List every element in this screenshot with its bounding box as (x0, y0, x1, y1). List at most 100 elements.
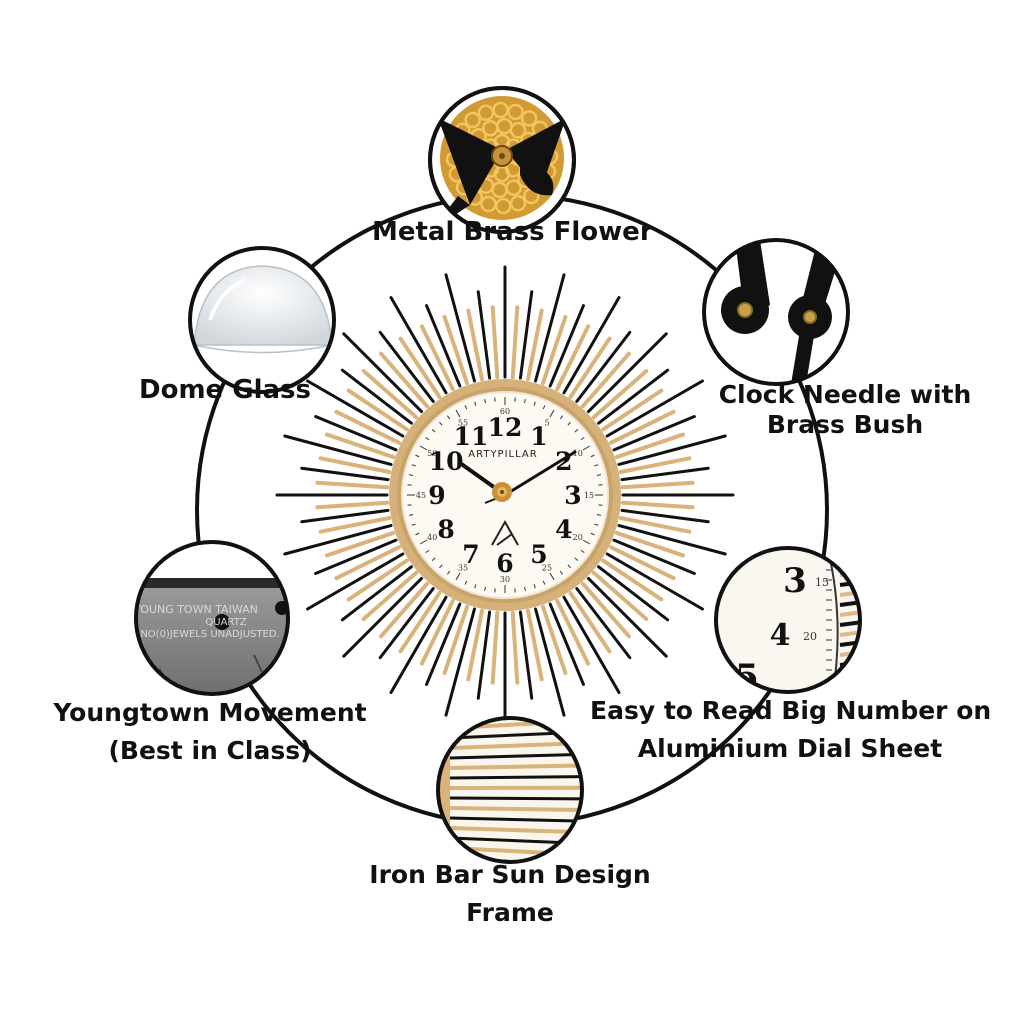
minute-label: 25 (542, 564, 552, 573)
dial-detail-bar (839, 669, 860, 677)
dial-tick (524, 399, 526, 404)
detail-youngtown-movement: YOUNG TOWN TAIWAN QUARTZ NO(0)JEWELS UNA… (134, 540, 290, 696)
minute-label: 40 (427, 533, 437, 542)
dial-tick (533, 401, 536, 406)
sun-ray (466, 608, 484, 682)
hour-numeral: 3 (564, 481, 581, 510)
sun-ray (466, 308, 484, 382)
sun-ray (324, 530, 396, 558)
sun-ray (283, 524, 393, 556)
hour-numeral: 8 (437, 515, 454, 544)
sun-ray (548, 602, 585, 686)
sun-ray (562, 296, 621, 395)
dial-tick (464, 405, 468, 410)
sun-ray (340, 565, 413, 622)
frame-detail-bar (449, 775, 582, 780)
sun-ray (315, 480, 390, 490)
label-clock-needle: Clock Needle with Brass Bush (718, 380, 972, 439)
dial-tick (425, 549, 430, 554)
hour-numeral: 10 (429, 447, 464, 476)
sun-ray (361, 369, 419, 420)
dial-tick (439, 421, 443, 426)
sun-ray (378, 330, 435, 403)
sun-ray (575, 330, 632, 403)
dial-tick (574, 557, 579, 561)
dial-ticks (407, 397, 603, 593)
sun-ray (318, 456, 392, 474)
dial-tick (590, 532, 595, 536)
dial-tick (567, 421, 571, 426)
sun-ray (419, 324, 455, 392)
sun-ray (568, 591, 612, 654)
sun-ray (605, 379, 704, 438)
minute-label: 20 (573, 533, 583, 542)
dial-tick (524, 586, 526, 591)
sun-ray (442, 604, 470, 676)
minute-label: 30 (500, 575, 510, 584)
sun-ray (540, 314, 568, 386)
sun-ray (444, 273, 476, 383)
dial-detail-bar (839, 609, 860, 617)
hour-numeral: 12 (488, 413, 523, 442)
minute-hand (503, 450, 577, 497)
dial-tick (582, 539, 591, 545)
hour-numeral: 5 (530, 540, 547, 569)
dial-tick (431, 429, 436, 433)
sun-ray (620, 466, 710, 482)
sun-ray (510, 305, 520, 380)
sun-ray (620, 480, 695, 490)
dial-tick (409, 514, 414, 516)
sun-ray (608, 545, 676, 581)
sun-ray (318, 516, 392, 534)
sun-ray (490, 610, 500, 685)
dial-detail-number: 4 (770, 618, 791, 653)
sun-ray (534, 273, 566, 383)
frame-detail-bar (449, 752, 582, 760)
dial-tick (542, 405, 546, 410)
brass-flower-center-icon (492, 482, 512, 502)
label-metal-brass-flower: Metal Brass Flower (372, 217, 653, 247)
brass-petal (507, 103, 524, 121)
sun-ray (612, 415, 696, 452)
sun-ray (575, 587, 632, 660)
sun-ray (608, 409, 676, 445)
sun-ray (580, 581, 631, 639)
movement-text: QUARTZ (205, 617, 246, 628)
sun-ray (534, 607, 566, 717)
dial-tick (419, 539, 428, 545)
dial-tick (464, 580, 468, 585)
dial-tick (411, 523, 416, 526)
sun-ray (378, 587, 435, 660)
hour-numeral: 9 (428, 481, 445, 510)
dial-detail-bar (839, 599, 860, 607)
dial-detail-bar (839, 559, 860, 567)
dial-tick (411, 464, 416, 467)
label-iron-bar-frame: Iron Bar Sun Design Frame (369, 860, 651, 927)
sun-ray (425, 602, 462, 686)
brass-petal (480, 195, 497, 213)
dial-detail-number: 3 (783, 561, 807, 601)
sun-ray (518, 610, 534, 700)
detail-iron-bar-frame (436, 716, 584, 864)
sun-ray (306, 379, 405, 438)
minute-label: 15 (584, 491, 594, 500)
dial-tick (580, 436, 585, 441)
dial-detail-tick: 15 (815, 576, 829, 589)
sun-ray (614, 530, 686, 558)
dial-tick (596, 474, 601, 476)
minute-label: 5 (544, 418, 549, 427)
brass-petal (520, 110, 538, 127)
sun-ray (315, 500, 390, 510)
sun-ray (379, 351, 430, 409)
dial-tick (484, 586, 486, 591)
brass-petal (509, 122, 527, 139)
sun-ray (614, 432, 686, 460)
hour-numeral: 11 (454, 422, 489, 451)
sun-ray (283, 434, 393, 466)
sunburst-frame (275, 265, 735, 725)
sun-ray (334, 409, 402, 445)
clock-brand: ARTYPILLAR (468, 449, 537, 460)
